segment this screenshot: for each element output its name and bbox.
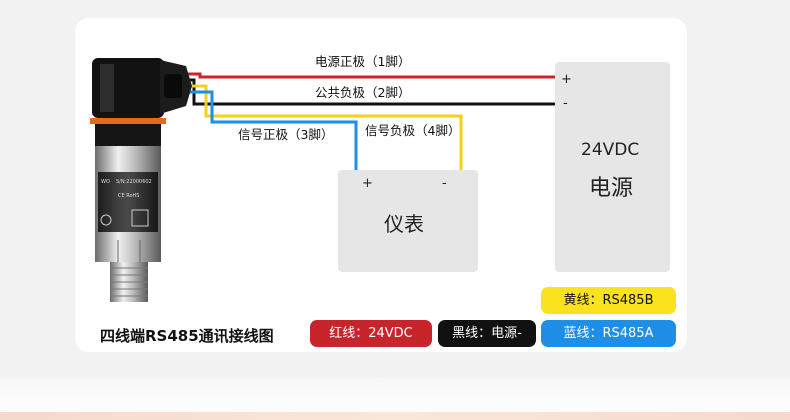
sensor-serial: S/N:22000602	[116, 179, 152, 185]
meter-plus-pin: +	[362, 176, 373, 191]
diagram-title: 四线端RS485通讯接线图	[100, 327, 274, 345]
sensor-mark-icon	[100, 214, 112, 226]
power-supply-box: + - 24VDC 电源	[555, 62, 670, 272]
wire-blue	[188, 90, 358, 170]
pressure-sensor: WO S/N:22000602 CE RoHS	[90, 58, 192, 302]
power-plus-pin: +	[561, 72, 572, 87]
meter-box: + - 仪表	[338, 170, 478, 272]
power-name: 电源	[589, 176, 634, 201]
meter-name: 仪表	[384, 212, 424, 236]
wire-label-blue: 信号正极（3脚）	[238, 127, 334, 142]
sensor-brand: WO	[101, 179, 110, 185]
legend-black: 黑线：电源-	[438, 320, 536, 347]
sensor-wiring-icon	[131, 209, 149, 227]
legend-blue: 蓝线：RS485A	[541, 320, 676, 347]
wire-label-red: 电源正极（1脚）	[315, 54, 411, 69]
legend-red: 红线：24VDC	[310, 320, 432, 347]
bottom-accent	[0, 412, 790, 420]
power-minus-pin: -	[563, 96, 568, 111]
wire-label-black: 公共负极（2脚）	[315, 85, 411, 100]
wire-label-yellow: 信号负极（4脚）	[365, 123, 461, 138]
wire-red	[188, 72, 555, 79]
meter-minus-pin: -	[442, 176, 447, 191]
legend-yellow: 黄线：RS485B	[541, 287, 676, 314]
wire-yellow	[188, 84, 463, 170]
sensor-marks: CE RoHS	[118, 193, 139, 199]
power-voltage: 24VDC	[581, 140, 640, 160]
